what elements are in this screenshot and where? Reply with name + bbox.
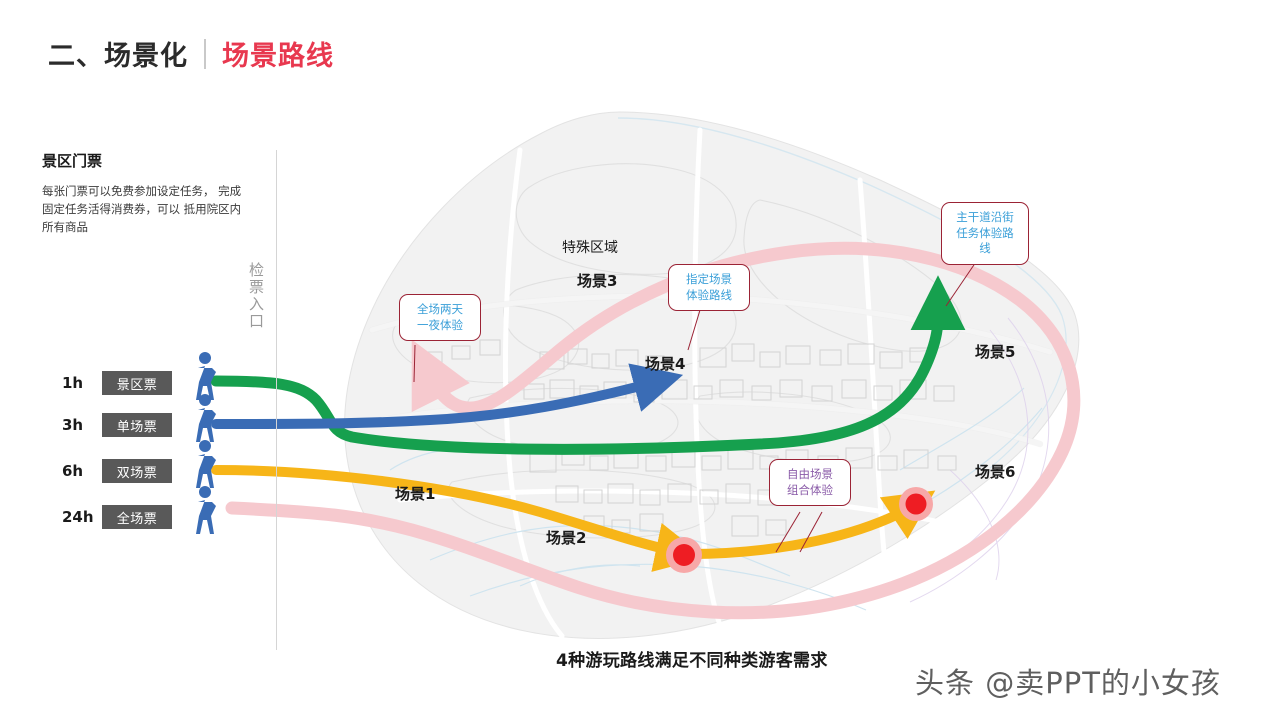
map-label-scene-4: 场景4 (645, 355, 686, 373)
pedestrian-icon (196, 394, 216, 442)
route-green (210, 275, 966, 455)
entrance-label: 检票入口 (247, 262, 265, 330)
ticket-type-chip[interactable]: 全场票 (102, 505, 172, 529)
ticket-duration: 3h (62, 416, 84, 434)
pedestrian-icon (196, 352, 216, 400)
entrance-divider (276, 150, 277, 650)
ticket-type-chip[interactable]: 双场票 (102, 459, 172, 483)
map-label-scene-3: 场景3 (577, 272, 618, 290)
callout-pink-route[interactable]: 全场两天 一夜体验 (399, 294, 481, 342)
title-accent: 场景路线 (222, 41, 334, 72)
map-label-scene-2: 场景2 (546, 529, 587, 547)
ticket-duration: 1h (62, 374, 84, 392)
ticket-row[interactable]: 1h 景区票 (62, 370, 172, 396)
ticket-duration: 6h (62, 462, 84, 480)
ticket-type-chip[interactable]: 景区票 (102, 371, 172, 395)
pedestrian-icon (196, 486, 216, 534)
callout-yellow-route[interactable]: 自由场景 组合体验 (769, 459, 851, 507)
ticket-row[interactable]: 3h 单场票 (62, 412, 172, 438)
ticket-info-panel: 景区门票 每张门票可以免费参加设定任务， 完成固定任务活得消费券，可以 抵用院区… (42, 150, 272, 236)
map-label-scene-1: 场景1 (395, 485, 436, 503)
summary-caption: 4种游玩路线满足不同种类游客需求 (556, 651, 828, 671)
callout-blue-route[interactable]: 指定场景 体验路线 (668, 264, 750, 312)
title-divider (204, 38, 206, 69)
map-label-scene-6: 场景6 (975, 463, 1016, 481)
waypoint-marker (666, 537, 702, 573)
ticket-duration: 24h (62, 508, 94, 526)
route-pink (225, 241, 1081, 620)
ticket-row[interactable]: 24h 全场票 (62, 504, 172, 530)
ticket-row[interactable]: 6h 双场票 (62, 458, 172, 484)
waypoint-marker (899, 487, 933, 521)
map-landmass (344, 111, 1080, 639)
ticket-panel-title: 景区门票 (42, 152, 103, 170)
ticket-panel-description: 每张门票可以免费参加设定任务， 完成固定任务活得消费券，可以 抵用院区内所有商品 (42, 184, 242, 234)
callout-green-route[interactable]: 主干道沿街 任务体验路 线 (941, 202, 1029, 265)
map-label-special-area: 特殊区域 (562, 240, 618, 256)
page-title: 二、场景化 场景路线 (48, 34, 334, 73)
watermark: 头条 @卖PPT的小女孩 (915, 666, 1221, 700)
map-label-scene-5: 场景5 (975, 343, 1016, 361)
pedestrian-icon (196, 440, 216, 488)
title-main: 二、场景化 (48, 41, 188, 72)
route-blue (211, 363, 684, 429)
ticket-type-chip[interactable]: 单场票 (102, 413, 172, 437)
